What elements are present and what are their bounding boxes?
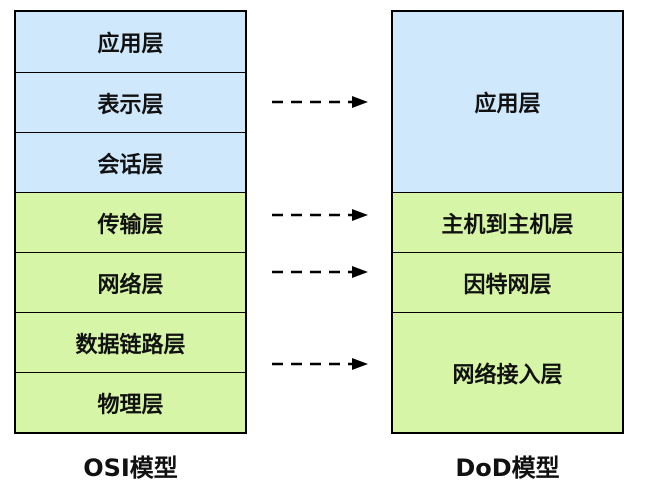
osi-layer-application: 应用层 [16, 12, 245, 72]
dod-layer-internet: 因特网层 [393, 252, 622, 312]
osi-layer-presentation: 表示层 [16, 72, 245, 132]
mapping-arrow-application [272, 96, 368, 108]
mapping-arrow-host-to-host [272, 209, 368, 221]
osi-layer-session: 会话层 [16, 132, 245, 192]
dod-layer-application: 应用层 [393, 12, 622, 192]
osi-layer-transport: 传输层 [16, 192, 245, 252]
dod-model-title: DoD模型 [455, 454, 560, 482]
osi-layer-network: 网络层 [16, 252, 245, 312]
dod-layer-host-to-host: 主机到主机层 [393, 192, 622, 252]
osi-layer-physical: 物理层 [16, 372, 245, 432]
dod-layer-network-access: 网络接入层 [393, 312, 622, 432]
mapping-arrow-internet [272, 266, 368, 278]
dod-model-stack: 应用层 主机到主机层 因特网层 网络接入层 [391, 10, 624, 434]
osi-model-stack: 应用层 表示层 会话层 传输层 网络层 数据链路层 物理层 [14, 10, 247, 434]
osi-layer-data-link: 数据链路层 [16, 312, 245, 372]
osi-model-title: OSI模型 [83, 454, 178, 482]
mapping-arrow-network-access [272, 358, 368, 370]
